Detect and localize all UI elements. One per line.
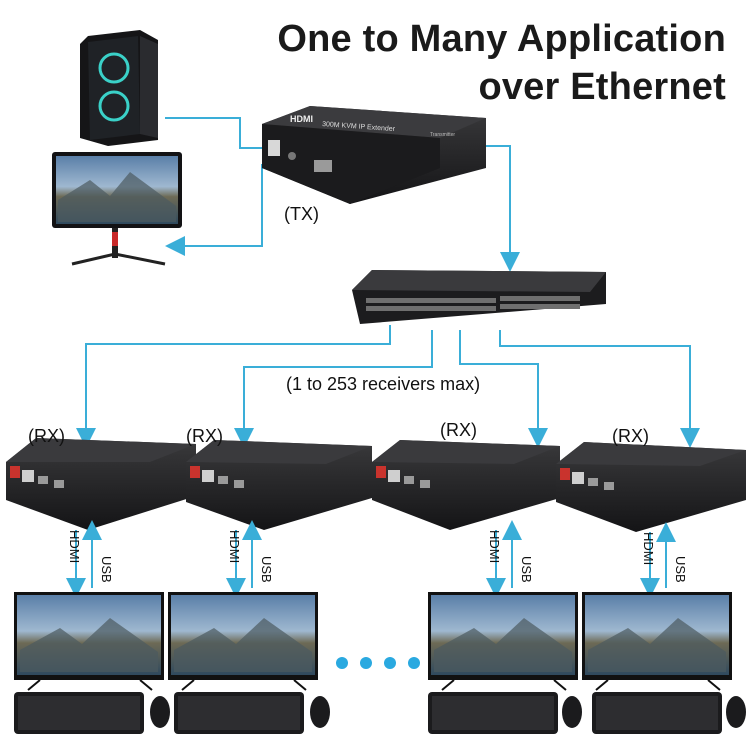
more-receivers-dots <box>336 657 420 669</box>
switch-to-rx4-line <box>499 330 700 448</box>
tx-to-monitor-line <box>165 164 282 256</box>
hdmi-label-2: HDMI <box>227 530 242 564</box>
pc-to-tx-line <box>165 117 262 149</box>
network-switch <box>352 270 606 324</box>
diagram-title-line1: One to Many Application <box>277 18 726 60</box>
hdmi-label-1: HDMI <box>67 530 82 564</box>
tx-label: (TX) <box>284 204 319 224</box>
switch-to-rx3-line <box>459 330 548 448</box>
pc-tower <box>80 30 158 146</box>
tx-device: HDMI 300M KVM IP Extender Transmitter <box>262 106 486 204</box>
rx-label-1: (RX) <box>28 426 65 446</box>
keyboard-mouse-1 <box>14 692 170 734</box>
switch-to-rx2-line <box>234 330 433 448</box>
hdmi-label-4: HDMI <box>641 532 656 566</box>
keyboard-mouse-4 <box>592 692 746 734</box>
usb-label-1: USB <box>99 556 114 583</box>
keyboard-mouse-3 <box>428 692 582 734</box>
usb-label-2: USB <box>259 556 274 583</box>
usb-label-3: USB <box>519 556 534 583</box>
keyboard-mouse-2 <box>174 692 330 734</box>
usb-label-4: USB <box>673 556 688 583</box>
rx-device-1 <box>6 438 196 530</box>
rx-device-3 <box>372 440 560 530</box>
local-monitor <box>52 152 182 266</box>
rx-device-4 <box>556 442 746 532</box>
remote-monitor-1 <box>14 592 164 691</box>
switch-to-rx1-line <box>76 325 391 448</box>
tx-unit-text: Transmitter <box>430 132 455 138</box>
remote-monitor-3 <box>428 592 578 691</box>
rx-device-2 <box>186 440 372 530</box>
rx-label-4: (RX) <box>612 426 649 446</box>
remote-monitor-2 <box>168 592 318 691</box>
diagram-title-line2: over Ethernet <box>478 66 726 108</box>
tx-brand: HDMI <box>290 114 313 124</box>
rx-link-arrows <box>66 520 676 598</box>
remote-monitor-4 <box>582 592 732 691</box>
rx-label-3: (RX) <box>440 420 477 440</box>
tx-to-switch-line <box>486 145 520 272</box>
rx-label-2: (RX) <box>186 426 223 446</box>
receivers-note: (1 to 253 receivers max) <box>286 374 481 394</box>
hdmi-label-3: HDMI <box>487 530 502 564</box>
